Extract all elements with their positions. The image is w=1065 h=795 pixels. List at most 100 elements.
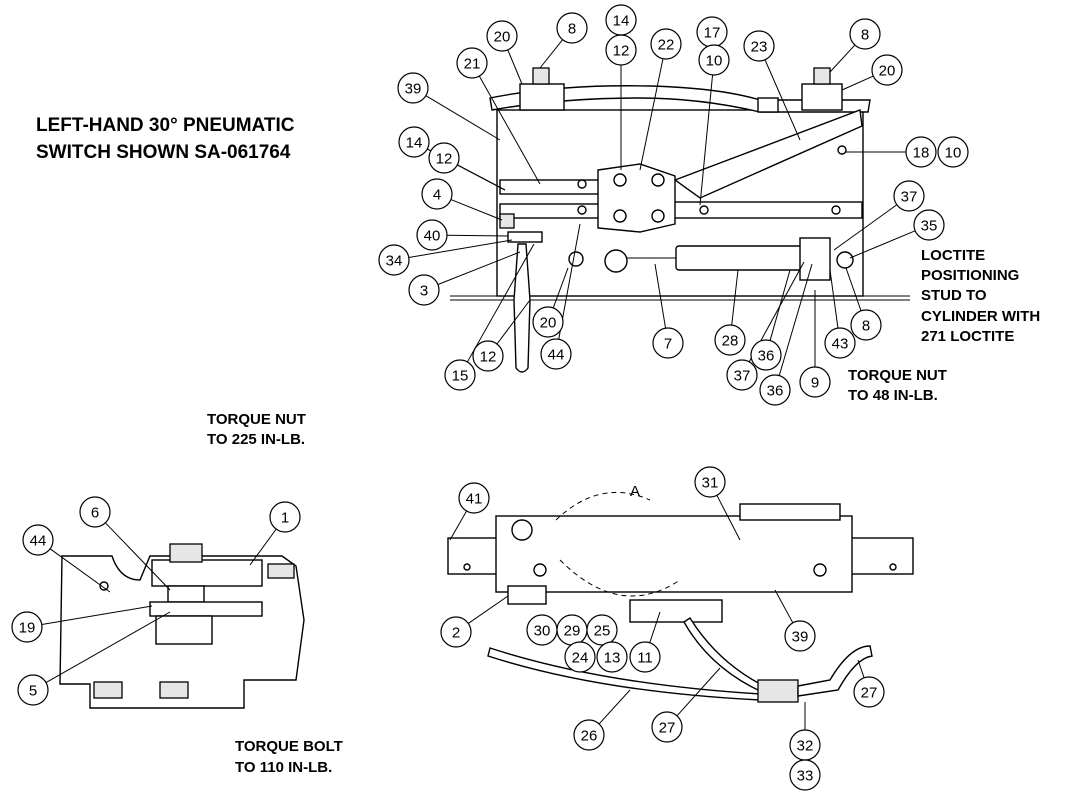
callout-circle (905, 136, 937, 168)
callout-circle (586, 614, 618, 646)
callout-balloon: 30 (526, 614, 558, 646)
leader-line (774, 589, 794, 624)
callout-number: 12 (480, 349, 497, 366)
callout-balloon: 13 (596, 641, 628, 673)
callout-balloon: 12 (472, 340, 504, 372)
callout-balloon: 29 (556, 614, 588, 646)
callout-number: 14 (406, 135, 423, 152)
callout-balloon: 1 (269, 501, 301, 533)
callout-balloon: 19 (11, 611, 43, 643)
rod-end (836, 251, 854, 269)
callout-circle (750, 339, 782, 371)
callout-number: 37 (734, 368, 751, 385)
leader-line (598, 689, 631, 725)
rail-hole (463, 563, 471, 571)
callout-circle (871, 54, 903, 86)
leader-line (857, 659, 865, 678)
callout-balloon: 24 (564, 641, 596, 673)
title-line-2: SWITCH SHOWN SA-061764 (36, 142, 291, 163)
callout-balloon: 3 (408, 274, 440, 306)
callout-number: 18 (913, 145, 930, 162)
callout-circle (17, 674, 49, 706)
loctite-note-line-2: POSITIONING (921, 267, 1019, 284)
set-screw (837, 145, 847, 155)
callout-circle (629, 641, 661, 673)
callout-balloon: 23 (743, 30, 775, 62)
leader-line (676, 667, 721, 717)
callout-number: 21 (464, 56, 481, 73)
leader-line (716, 495, 741, 541)
nut-6 (169, 543, 203, 563)
callout-balloon: 36 (750, 339, 782, 371)
callout-balloon: 9 (799, 366, 831, 398)
callout-number: 3 (420, 283, 428, 300)
bolt-head (651, 173, 665, 187)
callout-balloon: 44 (540, 338, 572, 370)
callout-balloon: 20 (486, 20, 518, 52)
bolt-head (651, 209, 665, 223)
callout-circle (428, 142, 460, 174)
callout-number: 39 (405, 81, 422, 98)
callout-circle (440, 616, 472, 648)
callout-number: 8 (861, 27, 869, 44)
callout-number: 20 (494, 29, 511, 46)
leader-line (468, 595, 509, 624)
callout-number: 44 (30, 533, 47, 550)
callout-number: 39 (792, 629, 809, 646)
callout-circle (651, 711, 683, 743)
callout-balloon: 35 (913, 209, 945, 241)
callout-number: 5 (29, 683, 37, 700)
callout-circle (799, 366, 831, 398)
callout-number: 25 (594, 623, 611, 640)
callout-number: 20 (540, 315, 557, 332)
callout-balloon: 10 (937, 136, 969, 168)
callout-circle (743, 30, 775, 62)
callout-number: 24 (572, 650, 589, 667)
bolt-head (613, 209, 627, 223)
callout-balloon: 6 (79, 496, 111, 528)
loctite-note-line-3: STUD TO (921, 287, 987, 304)
valve-manifold (629, 599, 723, 623)
callout-circle (269, 501, 301, 533)
callout-number: 6 (91, 505, 99, 522)
callout-circle (564, 641, 596, 673)
callout-circle (596, 641, 628, 673)
bolt-head (613, 173, 627, 187)
hex-nut-lower (533, 563, 547, 577)
leader-line (466, 243, 535, 363)
callout-circle (556, 12, 588, 44)
fitting-nut-left (532, 67, 550, 85)
loctite-note-line-1: LOCTITE (921, 247, 985, 264)
callout-number: 12 (613, 43, 630, 60)
callout-balloon: 15 (444, 359, 476, 391)
callout-number: 9 (811, 375, 819, 392)
tube-coupler (757, 97, 779, 113)
callout-balloon: 14 (398, 126, 430, 158)
bottom-nut (159, 681, 189, 699)
callout-balloon: 2 (440, 616, 472, 648)
callout-number: 17 (704, 25, 721, 42)
callout-number: 14 (613, 13, 630, 30)
callout-balloon: 36 (759, 374, 791, 406)
callout-balloon: 37 (726, 359, 758, 391)
callout-balloon: 14 (605, 4, 637, 36)
callout-circle (893, 180, 925, 212)
callout-number: 22 (658, 37, 675, 54)
callout-number: 26 (581, 728, 598, 745)
callout-balloon: 41 (458, 482, 490, 514)
callout-number: 36 (758, 348, 775, 365)
rod-eye (604, 249, 628, 273)
leader-lines (41, 35, 916, 730)
torque-48-note-line-2: TO 48 IN-LB. (848, 387, 938, 404)
callout-circle (573, 719, 605, 751)
leader-line (437, 251, 521, 285)
valve-block-2 (507, 585, 547, 605)
callout-balloon: 10 (698, 44, 730, 76)
leader-line (478, 75, 541, 185)
clevis-block (597, 163, 676, 233)
bottom-nut (93, 681, 123, 699)
leader-line (249, 528, 277, 566)
callout-balloon: 33 (789, 759, 821, 791)
leader-line (764, 59, 801, 141)
